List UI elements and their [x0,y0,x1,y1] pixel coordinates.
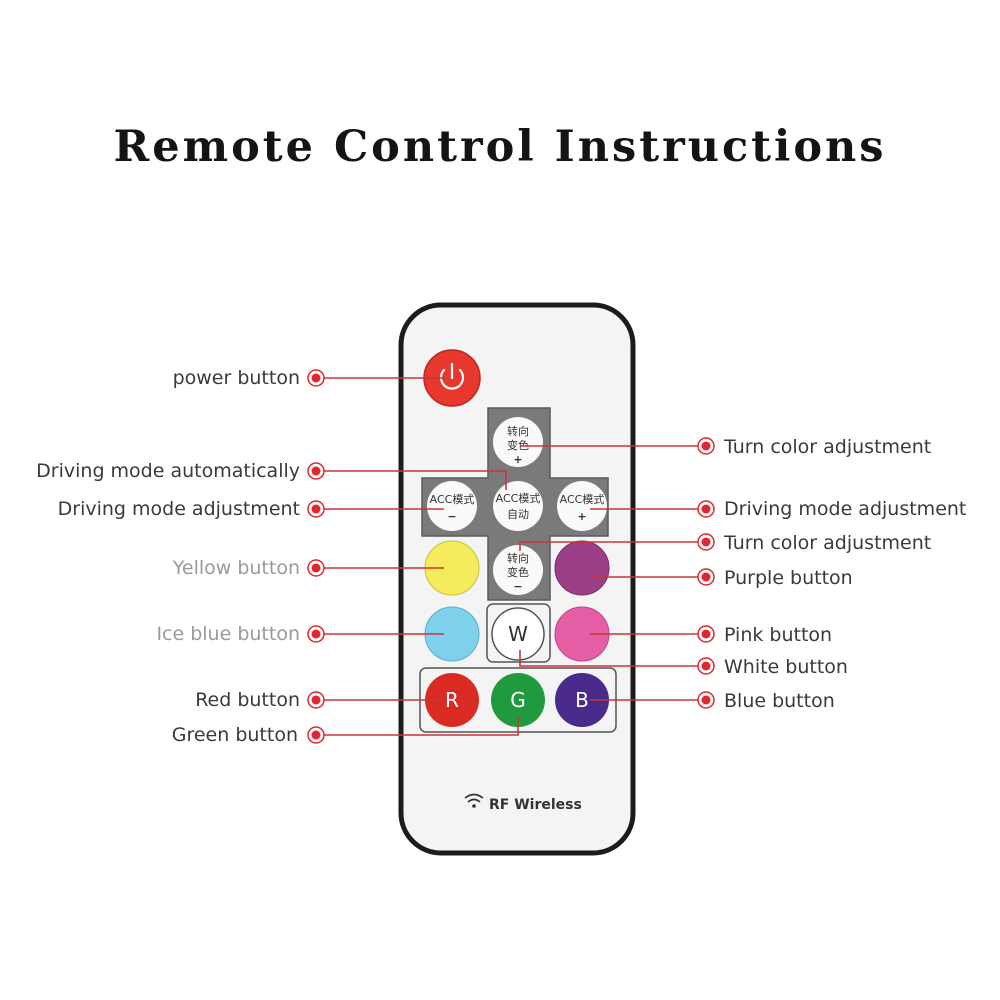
label-green: Green button [172,724,298,746]
green-key[interactable]: G [491,673,545,727]
label-red: Red button [195,689,300,711]
acc-plus-key[interactable]: ACC模式 + [557,481,607,531]
marker-driving-left [307,500,325,518]
marker-driving-auto [307,462,325,480]
label-iceblue: Ice blue button [156,623,300,645]
svg-text:ACC模式: ACC模式 [430,493,475,506]
power-key[interactable] [423,349,481,407]
leader-lines [316,377,706,736]
marker-purple [697,568,715,586]
svg-text:转向: 转向 [507,424,529,438]
svg-text:G: G [510,688,526,712]
white-key[interactable]: W [491,607,545,661]
blue-key[interactable]: B [555,673,609,727]
power-icon [439,362,465,390]
label-driving-right: Driving mode adjustment [724,498,966,520]
svg-text:ACC模式: ACC模式 [496,492,541,505]
svg-text:自动: 自动 [507,508,529,521]
svg-text:+: + [577,510,586,523]
svg-text:B: B [575,688,589,712]
label-yellow: Yellow button [172,557,300,579]
marker-blue [697,691,715,709]
acc-auto-key[interactable]: ACC模式 自动 [493,481,543,531]
leader-driving-auto [316,470,507,490]
page-title: Remote Control Instructions [113,122,887,172]
wifi-icon [464,793,484,808]
svg-text:W: W [508,622,528,646]
marker-pink [697,625,715,643]
svg-text:−: − [447,510,456,523]
leader-turn-bottom [519,541,706,551]
turn-color-up-key[interactable]: 转向 变色 + [493,417,543,467]
marker-driving-right [697,500,715,518]
leader-white [519,650,706,667]
label-driving-auto: Driving mode automatically [36,460,300,482]
marker-green [307,726,325,744]
marker-turn-top [697,437,715,455]
white-key-frame [486,603,551,663]
svg-text:ACC模式: ACC模式 [560,493,605,506]
marker-white [697,657,715,675]
label-turn-top: Turn color adjustment [723,436,931,458]
svg-text:+: + [513,453,522,466]
turn-color-down-key[interactable]: 转向 变色 − [493,545,543,595]
marker-red [307,691,325,709]
svg-text:−: − [513,580,522,593]
svg-text:R: R [445,688,459,712]
label-power: power button [173,367,300,389]
label-white: White button [724,656,848,678]
marker-yellow [307,559,325,577]
red-key[interactable]: R [425,673,479,727]
svg-text:转向: 转向 [507,551,529,565]
acc-minus-key[interactable]: ACC模式 − [427,481,477,531]
purple-key[interactable] [554,540,610,596]
label-pink: Pink button [724,624,832,646]
svg-text:变色: 变色 [507,438,529,452]
marker-iceblue [307,625,325,643]
label-purple: Purple button [724,567,853,589]
leader-green [316,716,519,736]
marker-turn-bottom [697,533,715,551]
label-driving-left: Driving mode adjustment [58,498,300,520]
svg-text:变色: 变色 [507,565,529,579]
leader-markers [307,369,715,744]
label-blue: Blue button [724,690,835,712]
label-turn-bottom: Turn color adjustment [723,532,931,554]
rf-wireless-label: RF Wireless [489,797,582,813]
marker-power [307,369,325,387]
